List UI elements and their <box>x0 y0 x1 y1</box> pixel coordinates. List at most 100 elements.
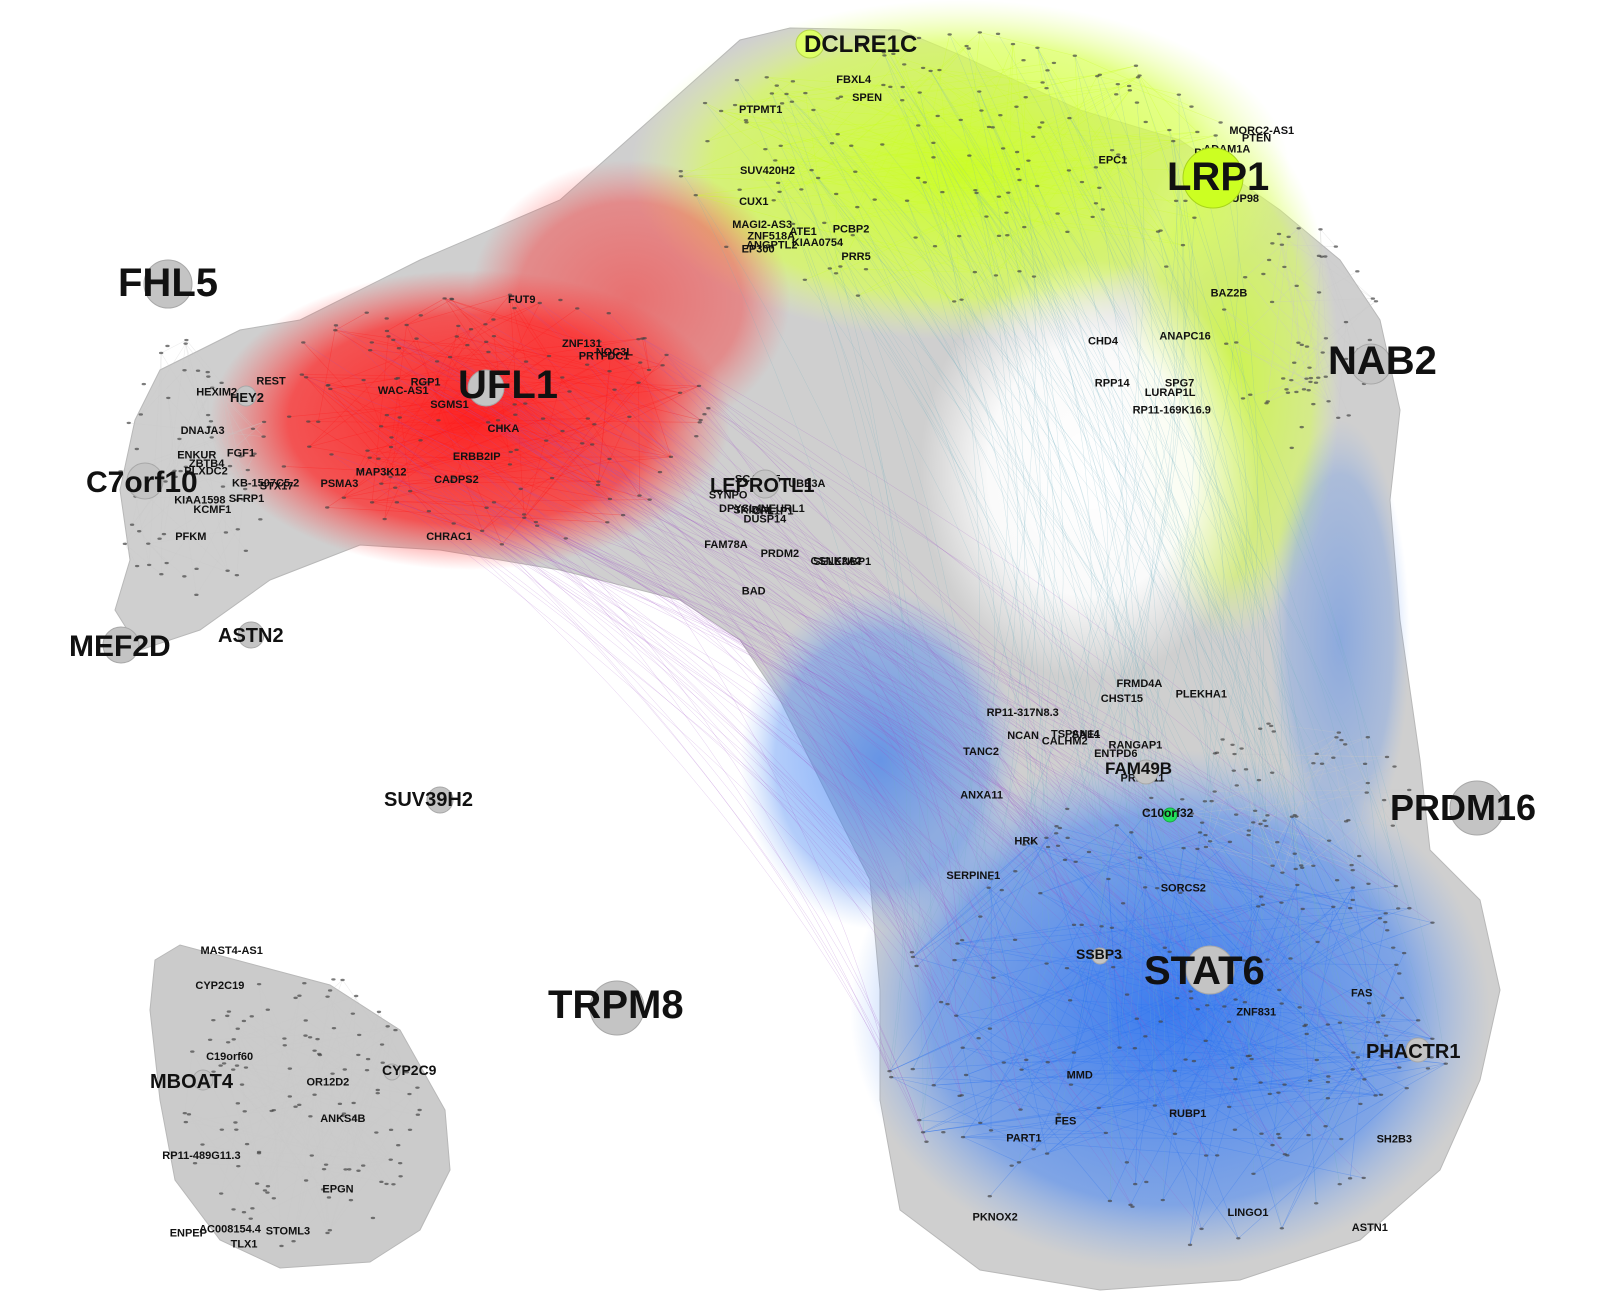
network-node <box>1017 270 1022 273</box>
network-edge <box>1183 847 1433 1040</box>
network-edge <box>301 374 1396 887</box>
network-edge <box>976 90 1131 194</box>
network-node <box>987 1194 992 1198</box>
network-node <box>779 102 785 105</box>
gene-label: PCBP2 <box>833 224 870 236</box>
network-edge <box>399 344 468 418</box>
network-edge <box>1108 878 1120 1048</box>
network-node <box>986 125 992 129</box>
network-edge <box>367 419 499 451</box>
network-node <box>1264 824 1269 828</box>
network-edge <box>515 414 1326 1127</box>
network-edge <box>406 324 451 358</box>
network-edge <box>1223 309 1329 402</box>
network-node <box>293 1105 298 1108</box>
network-edge <box>1271 244 1283 303</box>
network-node <box>192 1162 198 1165</box>
network-node <box>1093 166 1099 169</box>
network-node <box>350 1012 356 1015</box>
network-edge <box>1322 352 1349 416</box>
hub-label-cyp2c9: CYP2C9 <box>382 1062 437 1078</box>
network-edge <box>1081 924 1353 1070</box>
gene-label: KB-1507C5.2 <box>232 477 299 489</box>
network-node <box>778 144 783 148</box>
network-node <box>460 390 466 393</box>
network-edge <box>222 486 227 533</box>
network-node <box>1333 245 1339 248</box>
network-node <box>1014 105 1019 108</box>
network-node <box>1195 847 1200 851</box>
network-edge <box>1136 1018 1202 1229</box>
network-edge <box>1039 127 1213 1006</box>
network-edge <box>975 189 1410 909</box>
network-edge <box>1120 957 1433 1040</box>
hub-label-c10orf32: C10orf32 <box>1142 806 1194 820</box>
network-edge <box>144 421 265 468</box>
network-node <box>456 324 461 328</box>
network-edge <box>912 833 1057 958</box>
network-edge <box>493 502 1021 1110</box>
network-edge <box>301 374 392 448</box>
network-node <box>1315 940 1320 944</box>
gene-label: PSMA3 <box>321 478 359 490</box>
network-edge <box>836 167 1096 195</box>
network-edge <box>1261 896 1282 903</box>
gene-label: ENPEP <box>170 1228 207 1240</box>
network-node <box>378 425 384 428</box>
network-edge <box>549 355 611 357</box>
network-node <box>254 1182 260 1185</box>
network-node <box>297 994 302 997</box>
network-edge <box>1194 217 1283 1003</box>
network-edge <box>1068 170 1296 854</box>
network-edge <box>961 299 1359 1058</box>
network-node <box>178 469 183 473</box>
network-edge <box>851 145 1038 187</box>
network-edge <box>917 177 1113 1201</box>
network-edge <box>775 160 1235 172</box>
network-node <box>533 520 539 524</box>
network-edge <box>523 377 563 518</box>
network-node <box>1218 121 1223 124</box>
network-node <box>1318 228 1323 231</box>
network-node <box>1397 972 1402 975</box>
network-node <box>1068 1083 1074 1086</box>
network-edge <box>882 144 1387 1053</box>
network-edge <box>939 69 980 92</box>
network-edge <box>975 189 1433 1039</box>
network-edge <box>1291 816 1317 1204</box>
network-node <box>972 270 978 274</box>
network-node <box>1071 1051 1077 1054</box>
network-node <box>1259 1132 1264 1135</box>
network-edge <box>329 1044 383 1231</box>
network-edge <box>1205 834 1376 1096</box>
community-red-fan <box>470 160 790 440</box>
gene-label: UBE3A <box>788 478 825 490</box>
network-node <box>1397 1066 1402 1069</box>
network-edge <box>962 1047 1288 1156</box>
network-node <box>1362 1078 1367 1081</box>
network-edge <box>975 75 1140 191</box>
network-node <box>1292 361 1297 364</box>
network-node <box>1339 1137 1344 1141</box>
network-edge <box>1069 117 1447 1064</box>
network-edge <box>386 330 1329 1025</box>
network-edge <box>1020 952 1093 1110</box>
network-edge <box>919 92 1410 909</box>
network-edge <box>322 1070 368 1190</box>
network-node <box>417 1108 422 1112</box>
gene-label: ZNF831 <box>1236 1006 1276 1018</box>
network-edge <box>997 33 1376 1096</box>
network-edge <box>1224 918 1381 1007</box>
network-edge <box>942 122 1043 193</box>
network-edge <box>1241 725 1272 749</box>
network-node <box>1286 235 1291 239</box>
network-node <box>1067 116 1072 120</box>
network-edge <box>1019 271 1254 1174</box>
network-edge <box>947 916 981 1005</box>
network-edge <box>993 904 1263 978</box>
gene-label: FGF1 <box>227 448 255 460</box>
network-edge <box>135 496 150 565</box>
network-edge <box>273 995 300 1199</box>
network-edge <box>1306 1033 1407 1089</box>
network-edge <box>381 417 401 484</box>
